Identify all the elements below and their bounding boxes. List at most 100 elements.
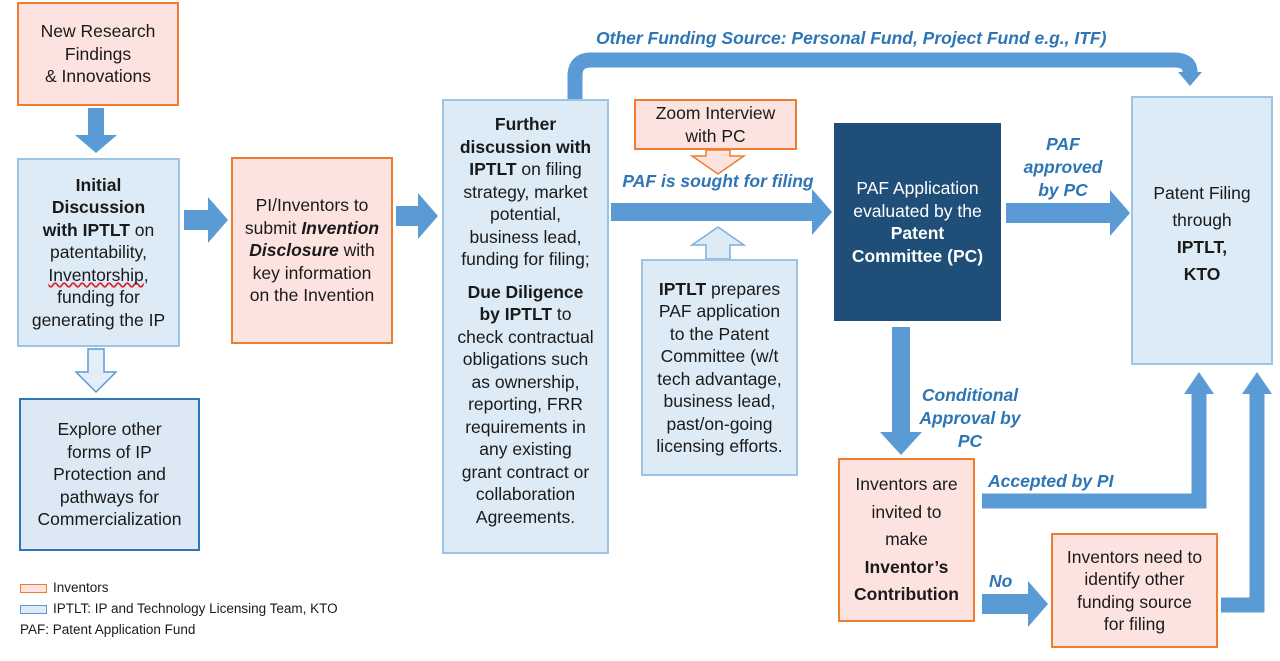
- paf-approved-line-1: PAF: [1046, 134, 1080, 154]
- prepares-line-5: tech advantage,: [657, 368, 782, 389]
- prepares-line-8: licensing efforts.: [656, 436, 783, 456]
- node-iptlt-prepares-paf: IPTLT prepares PAF application to the Pa…: [641, 259, 798, 476]
- node-identify-funding: Inventors need to identify other funding…: [1051, 533, 1218, 648]
- submit-line-3: with: [338, 240, 375, 261]
- prepares-line-7: past/on-going: [666, 413, 773, 434]
- label-other-funding: Other Funding Source: Personal Fund, Pro…: [596, 28, 1107, 48]
- node-inventors-invited: Inventors are invited to make Inventor’s…: [838, 458, 975, 622]
- initial-line-5: Inventorship: [48, 264, 144, 285]
- conditional-line-2: Approval by: [919, 408, 1021, 428]
- prepares-line-3: to the Patent: [669, 323, 770, 344]
- initial-line-6: funding for: [57, 287, 140, 308]
- submit-line-2: submit: [244, 217, 302, 238]
- node-new-research-findings: New Research Findings & Innovations: [17, 2, 179, 106]
- label-accepted-by-pi: Accepted by PI: [988, 471, 1114, 491]
- identify-line-3: funding source: [1077, 591, 1192, 612]
- arrow-other-funding-bypass: [567, 52, 1198, 100]
- identify-line-1: Inventors need to: [1066, 546, 1203, 567]
- arrow-evaluated-to-invited: [880, 327, 922, 455]
- findings-line-1: New Research: [40, 21, 156, 42]
- further-line-7: funding for filing;: [461, 249, 590, 269]
- invited-line-1: Inventors are: [855, 474, 958, 495]
- identify-line-2: identify other: [1084, 569, 1185, 589]
- prepares-bold-1: IPTLT: [658, 278, 707, 299]
- explore-line-3: Protection and: [53, 464, 166, 485]
- node-paf-evaluated: PAF Application evaluated by the Patent …: [834, 123, 1001, 321]
- legend-paf-text: PAF: Patent Application Fund: [20, 622, 196, 637]
- explore-line-5: Commercialization: [37, 509, 182, 530]
- zoom-line-2: with PC: [685, 125, 746, 146]
- legend-iptlt-text: IPTLT: IP and Technology Licensing Team,…: [53, 601, 338, 616]
- zoom-line-1: Zoom Interview: [655, 103, 776, 123]
- arrow-submit-to-further: [396, 193, 438, 239]
- prepares-line-4: Committee (w/t: [660, 346, 779, 366]
- node-further-discussion: Further discussion with IPTLT on filing …: [442, 99, 609, 554]
- explore-line-2: forms of IP: [67, 441, 152, 462]
- invited-bold-5: Contribution: [854, 584, 959, 605]
- legend-inventors-text: Inventors: [53, 580, 109, 595]
- arrow-evaluated-to-filing: [1006, 190, 1130, 236]
- submit-disclosure-term: Disclosure: [249, 240, 339, 261]
- node-explore-other-forms: Explore other forms of IP Protection and…: [19, 398, 200, 551]
- further-bold-1: Further: [494, 114, 557, 134]
- arrow-zoom-down: [689, 149, 747, 175]
- initial-bold-2: Discussion: [51, 197, 146, 218]
- further-text-9: to: [552, 304, 572, 324]
- filing-bold-4: KTO: [1183, 264, 1221, 284]
- identify-line-4: for filing: [1103, 614, 1166, 634]
- invited-line-2: invited to: [871, 501, 942, 522]
- filing-line-1: Patent Filing: [1153, 183, 1251, 203]
- label-paf-approved: PAF approved by PC: [1008, 133, 1118, 202]
- submit-line-4: key information: [252, 262, 372, 283]
- initial-bold-1: Initial: [75, 174, 122, 195]
- further-line-10: check contractual: [457, 326, 594, 347]
- submit-line-5: on the Invention: [249, 285, 375, 306]
- label-no: No: [989, 571, 1013, 591]
- further-text-3: on filing: [516, 159, 582, 179]
- further-line-17: collaboration: [475, 484, 576, 504]
- further-line-12: as ownership,: [471, 371, 580, 392]
- arrow-initial-to-submit: [184, 197, 228, 243]
- explore-line-4: pathways for: [59, 486, 160, 507]
- conditional-line-1: Conditional: [921, 385, 1019, 405]
- arrow-findings-to-initial: [75, 108, 117, 153]
- further-bold-8: Due Diligence: [467, 281, 584, 302]
- explore-line-1: Explore other: [57, 419, 162, 440]
- evaluated-bold-4: Committee (PC): [851, 245, 984, 266]
- further-line-14: requirements in: [465, 416, 586, 437]
- initial-bold-3: with IPTLT: [42, 219, 130, 240]
- further-line-18: Agreements.: [475, 506, 576, 527]
- legend-inventors: Inventors: [20, 580, 109, 596]
- invited-bold-4: Inventor’s: [864, 556, 949, 577]
- filing-line-2: through: [1172, 210, 1232, 230]
- prepares-line-2: PAF application: [658, 301, 781, 321]
- node-initial-discussion: Initial Discussion with IPTLT on patenta…: [17, 158, 180, 347]
- further-line-11: obligations such: [462, 349, 589, 369]
- further-line-16: grant contract or: [461, 461, 590, 482]
- label-conditional-approval: Conditional Approval by PC: [910, 384, 1030, 453]
- findings-line-3: & Innovations: [44, 66, 152, 87]
- further-bold-2: discussion with: [459, 136, 592, 157]
- label-paf-sought: PAF is sought for filing: [622, 171, 814, 191]
- submit-invention-term: Invention: [301, 217, 380, 238]
- initial-text-3: on: [129, 219, 155, 240]
- evaluated-bold-3: Patent: [890, 223, 945, 243]
- arrow-prepares-up: [689, 226, 747, 260]
- initial-line-7: generating the IP: [31, 309, 166, 330]
- further-line-6: business lead,: [469, 226, 582, 247]
- node-submit-invention-disclosure: PI/Inventors to submit Invention Disclos…: [231, 157, 393, 344]
- node-patent-filing: Patent Filing through IPTLT, KTO: [1131, 96, 1273, 365]
- paf-approved-line-2: approved: [1023, 157, 1103, 177]
- arrow-initial-to-explore: [74, 348, 118, 394]
- invited-line-3: make: [885, 529, 928, 550]
- prepares-line-6: business lead,: [663, 391, 776, 411]
- further-bold-3: IPTLT: [469, 159, 517, 179]
- findings-line-2: Findings: [64, 43, 132, 64]
- initial-line-4: patentability,: [50, 242, 147, 263]
- prepares-text-1: prepares: [706, 278, 781, 299]
- submit-line-1: PI/Inventors to: [255, 195, 369, 216]
- legend-paf: PAF: Patent Application Fund: [20, 622, 195, 638]
- filing-bold-3: IPTLT,: [1176, 237, 1228, 257]
- arrow-further-to-evaluated: [611, 189, 832, 235]
